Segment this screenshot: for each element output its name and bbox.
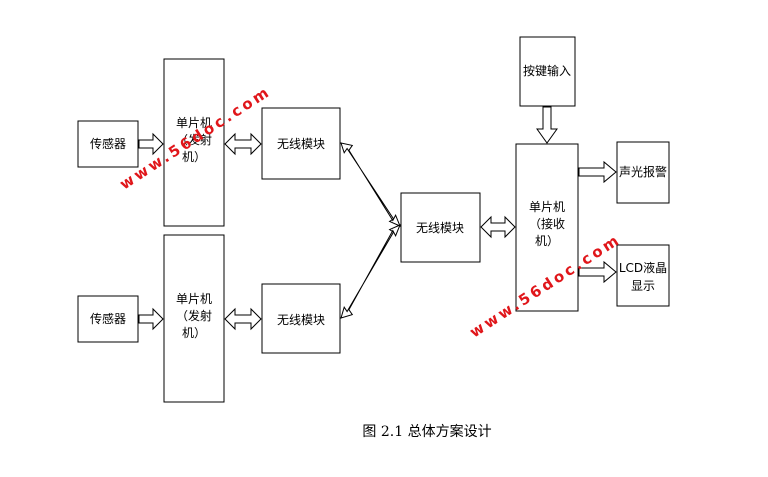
mcu-tx-top-line-2: （发射	[176, 132, 212, 147]
lcd-line-2: 显示	[631, 279, 655, 293]
sensor-block-bottom: 传感器	[77, 295, 139, 343]
sensor-block-top: 传感器	[77, 120, 139, 168]
figure-caption: 图 2.1 总体方案设计	[362, 423, 491, 440]
wireless-module-block-top: 无线模块	[261, 107, 341, 180]
mcu-tx-top-line-1: 单片机	[176, 116, 212, 130]
arrow-key-to-mcu-rx	[536, 106, 558, 144]
mcu-transmitter-block-top: 单片机 （发射 机）	[163, 58, 225, 227]
arrow-sensor-to-mcu-top	[138, 132, 164, 156]
alarm-block: 声光报警	[616, 141, 670, 204]
arrow-mcu-rx-to-alarm	[578, 160, 617, 184]
sensor-label-bottom: 传感器	[90, 311, 126, 326]
arrow-mcu-wireless-top	[224, 132, 262, 156]
mcu-tx-bottom-line-2: （发射	[176, 308, 212, 323]
mcu-tx-top-line-3: 机）	[182, 150, 206, 164]
mcu-rx-line-2: （接收	[529, 216, 565, 231]
alarm-label: 声光报警	[619, 164, 667, 179]
mcu-tx-bottom-line-1: 单片机	[176, 292, 212, 306]
key-input-label: 按键输入	[523, 63, 571, 78]
arrow-mcu-rx-to-lcd	[578, 260, 617, 284]
lcd-line-1: LCD液晶	[619, 260, 667, 275]
mcu-receiver-block: 单片机 （接收 机）	[515, 143, 579, 312]
key-input-block: 按键输入	[519, 36, 576, 107]
mcu-rx-line-3: 机）	[535, 234, 559, 248]
wireless-module-block-bottom: 无线模块	[261, 283, 341, 354]
mcu-transmitter-block-bottom: 单片机 （发射 机）	[163, 234, 225, 403]
mcu-tx-bottom-line-3: 机）	[182, 326, 206, 340]
mcu-rx-line-1: 单片机	[529, 200, 565, 214]
arrow-sensor-to-mcu-bottom	[138, 307, 164, 331]
sensor-label-top: 传感器	[90, 136, 126, 151]
lcd-block: LCD液晶 显示	[616, 244, 670, 307]
arrow-wireless-bottom-to-center	[340, 224, 401, 319]
wireless-bottom-label: 无线模块	[277, 313, 325, 327]
wireless-module-block-center: 无线模块	[400, 192, 481, 263]
arrow-mcu-wireless-bottom	[224, 307, 262, 331]
wireless-top-label: 无线模块	[277, 137, 325, 151]
arrow-center-to-mcu-rx	[480, 215, 516, 239]
arrow-wireless-top-to-center	[340, 142, 401, 227]
wireless-center-label: 无线模块	[416, 221, 464, 235]
